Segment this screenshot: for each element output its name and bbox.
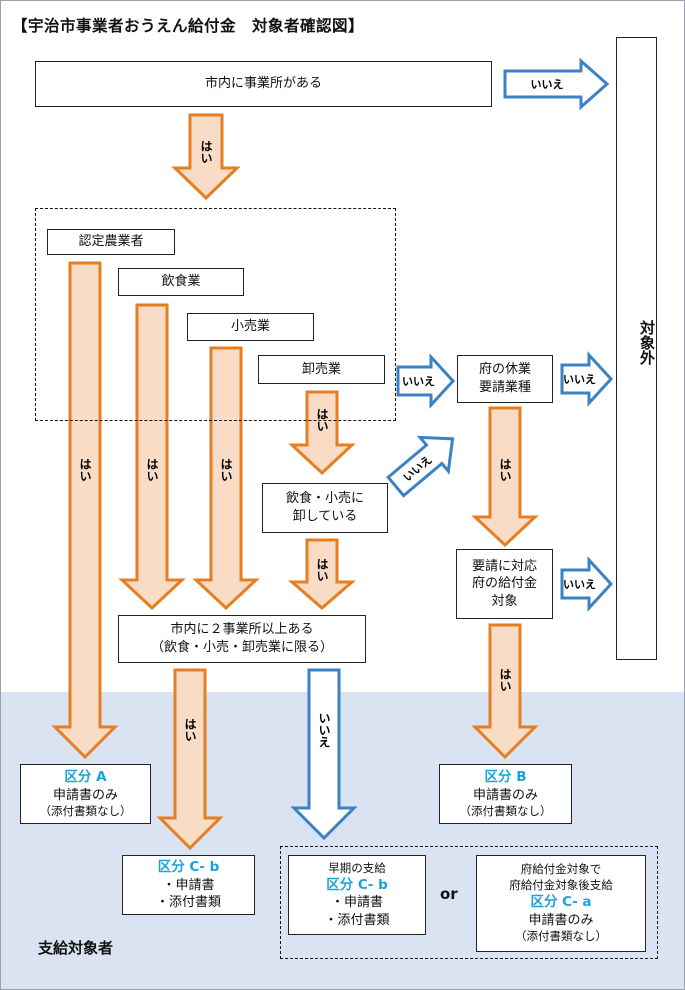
kubun-cb-item: ・申請書 bbox=[162, 877, 215, 893]
kubun-b-note: （添付書類なし） bbox=[459, 804, 552, 819]
pref-after-header: 府給付金対象で bbox=[520, 862, 602, 877]
yes-arrow-prefecture-benefit bbox=[471, 623, 539, 760]
pref-after-label: 区分 C‐ a bbox=[530, 894, 592, 911]
no-arrow-wholesale-label: いいえ bbox=[402, 375, 435, 388]
two-offices-line: （飲食・小売・卸売業に限る） bbox=[150, 640, 333, 655]
yes-arrow-restaurant-label: はい bbox=[145, 458, 159, 482]
kubun-a-note: （添付書類なし） bbox=[39, 804, 132, 819]
pref-after-box: 府給付金対象で 府給付金対象後支給 区分 C‐ a 申請書のみ （添付書類なし） bbox=[476, 855, 646, 952]
industry-label: 卸売業 bbox=[301, 361, 341, 377]
kubun-a-box: 区分 A 申請書のみ （添付書類なし） bbox=[20, 764, 151, 824]
kubun-a-label: 区分 A bbox=[64, 769, 107, 786]
has-office-label: 市内に事業所がある bbox=[204, 76, 322, 92]
no-arrow-wholesale bbox=[396, 353, 456, 409]
early-payment-label: 区分 C‐ b bbox=[326, 877, 388, 894]
prefecture-closure-line: 要請業種 bbox=[478, 380, 531, 395]
yes-arrow-restaurant bbox=[118, 303, 186, 611]
page-title: 【宇治市事業者おうえん給付金 対象者確認図】 bbox=[12, 17, 365, 35]
two-offices-line: 市内に２事業所以上ある bbox=[170, 622, 314, 638]
kubun-cb-label: 区分 C‐ b bbox=[157, 859, 220, 876]
no-arrow-prefecture-closure bbox=[560, 351, 614, 407]
early-payment-item: ・申請書 bbox=[330, 895, 383, 911]
wholesale-check-box: 飲食・小売に 卸している bbox=[262, 483, 388, 533]
industry-retail: 小売業 bbox=[187, 313, 314, 341]
industry-wholesale: 卸売業 bbox=[258, 355, 385, 384]
has-office-box: 市内に事業所がある bbox=[35, 61, 492, 107]
yes-arrow-two-offices bbox=[156, 668, 224, 851]
no-arrow-prefecture-closure-label: いいえ bbox=[563, 373, 596, 386]
prefecture-closure-line: 府の休業 bbox=[478, 362, 531, 378]
prefecture-benefit-box: 要請に対応 府の給付金 対象 bbox=[456, 549, 553, 619]
yes-arrow-prefecture-closure bbox=[471, 406, 539, 548]
yes-arrow-wholesale-label: はい bbox=[315, 408, 329, 432]
wholesale-check-line: 卸している bbox=[292, 509, 358, 524]
yes-arrow-wholesale-check-label: はい bbox=[315, 558, 329, 582]
yes-arrow-retail bbox=[192, 346, 260, 611]
industry-certified-farmer: 認定農業者 bbox=[47, 229, 175, 255]
kubun-cb-item: ・添付書類 bbox=[155, 895, 221, 911]
no-arrow-two-offices bbox=[290, 668, 358, 841]
prefecture-benefit-line: 要請に対応 bbox=[471, 558, 537, 574]
industry-group bbox=[35, 208, 396, 421]
kubun-a-line: 申請書のみ bbox=[52, 787, 118, 803]
wholesale-check-line: 飲食・小売に bbox=[285, 491, 364, 507]
alternatives-group bbox=[280, 846, 658, 959]
industry-restaurant: 飲食業 bbox=[118, 268, 244, 296]
kubun-cb-box: 区分 C‐ b ・申請書 ・添付書類 bbox=[122, 855, 255, 915]
or-label: or bbox=[440, 885, 458, 903]
kubun-b-box: 区分 B 申請書のみ （添付書類なし） bbox=[439, 764, 572, 824]
industry-label: 認定農業者 bbox=[78, 234, 144, 250]
no-arrow-office bbox=[503, 57, 610, 111]
industry-label: 飲食業 bbox=[161, 274, 201, 290]
prefecture-benefit-line: 対象 bbox=[491, 593, 518, 609]
no-arrow-two-offices-label: いいえ bbox=[317, 712, 331, 748]
eligible-footer-label: 支給対象者 bbox=[38, 939, 114, 957]
early-payment-header: 早期の支給 bbox=[328, 860, 386, 875]
industry-label: 小売業 bbox=[230, 319, 270, 335]
yes-arrow-retail-label: はい bbox=[219, 458, 233, 482]
early-payment-box: 早期の支給 区分 C‐ b ・申請書 ・添付書類 bbox=[288, 855, 426, 935]
no-arrow-wholesale-check: いいえ bbox=[386, 435, 455, 498]
yes-arrow-farmer-label: はい bbox=[78, 458, 92, 482]
pref-after-line: 申請書のみ bbox=[528, 912, 594, 928]
no-arrow-office-label: いいえ bbox=[531, 78, 564, 91]
yes-arrow-wholesale bbox=[288, 390, 356, 476]
yes-arrow-farmer bbox=[51, 261, 119, 760]
not-eligible-box: 対象外 bbox=[616, 37, 657, 660]
pref-after-note: （添付書類なし） bbox=[515, 929, 607, 944]
pref-after-header: 府給付金対象後支給 bbox=[509, 877, 613, 892]
yes-arrow-prefecture-closure-label: はい bbox=[498, 458, 512, 482]
yes-arrow-wholesale-check bbox=[287, 538, 357, 610]
no-arrow-prefecture-benefit-label: いいえ bbox=[563, 578, 596, 591]
early-payment-item: ・添付書類 bbox=[324, 912, 390, 928]
kubun-b-label: 区分 B bbox=[484, 769, 527, 786]
two-offices-box: 市内に２事業所以上ある （飲食・小売・卸売業に限る） bbox=[118, 615, 366, 663]
no-arrow-prefecture-benefit bbox=[560, 556, 614, 612]
prefecture-benefit-line: 府の給付金 bbox=[471, 576, 537, 592]
yes-arrow-two-offices-label: はい bbox=[183, 718, 197, 742]
prefecture-closure-box: 府の休業 要請業種 bbox=[457, 355, 553, 403]
not-eligible-label: 対象外 bbox=[638, 320, 656, 365]
yes-arrow-office bbox=[171, 113, 241, 201]
yes-arrow-office-label: はい bbox=[199, 140, 213, 164]
kubun-b-line: 申請書のみ bbox=[472, 787, 538, 803]
yes-arrow-prefecture-benefit-label: はい bbox=[498, 668, 512, 692]
